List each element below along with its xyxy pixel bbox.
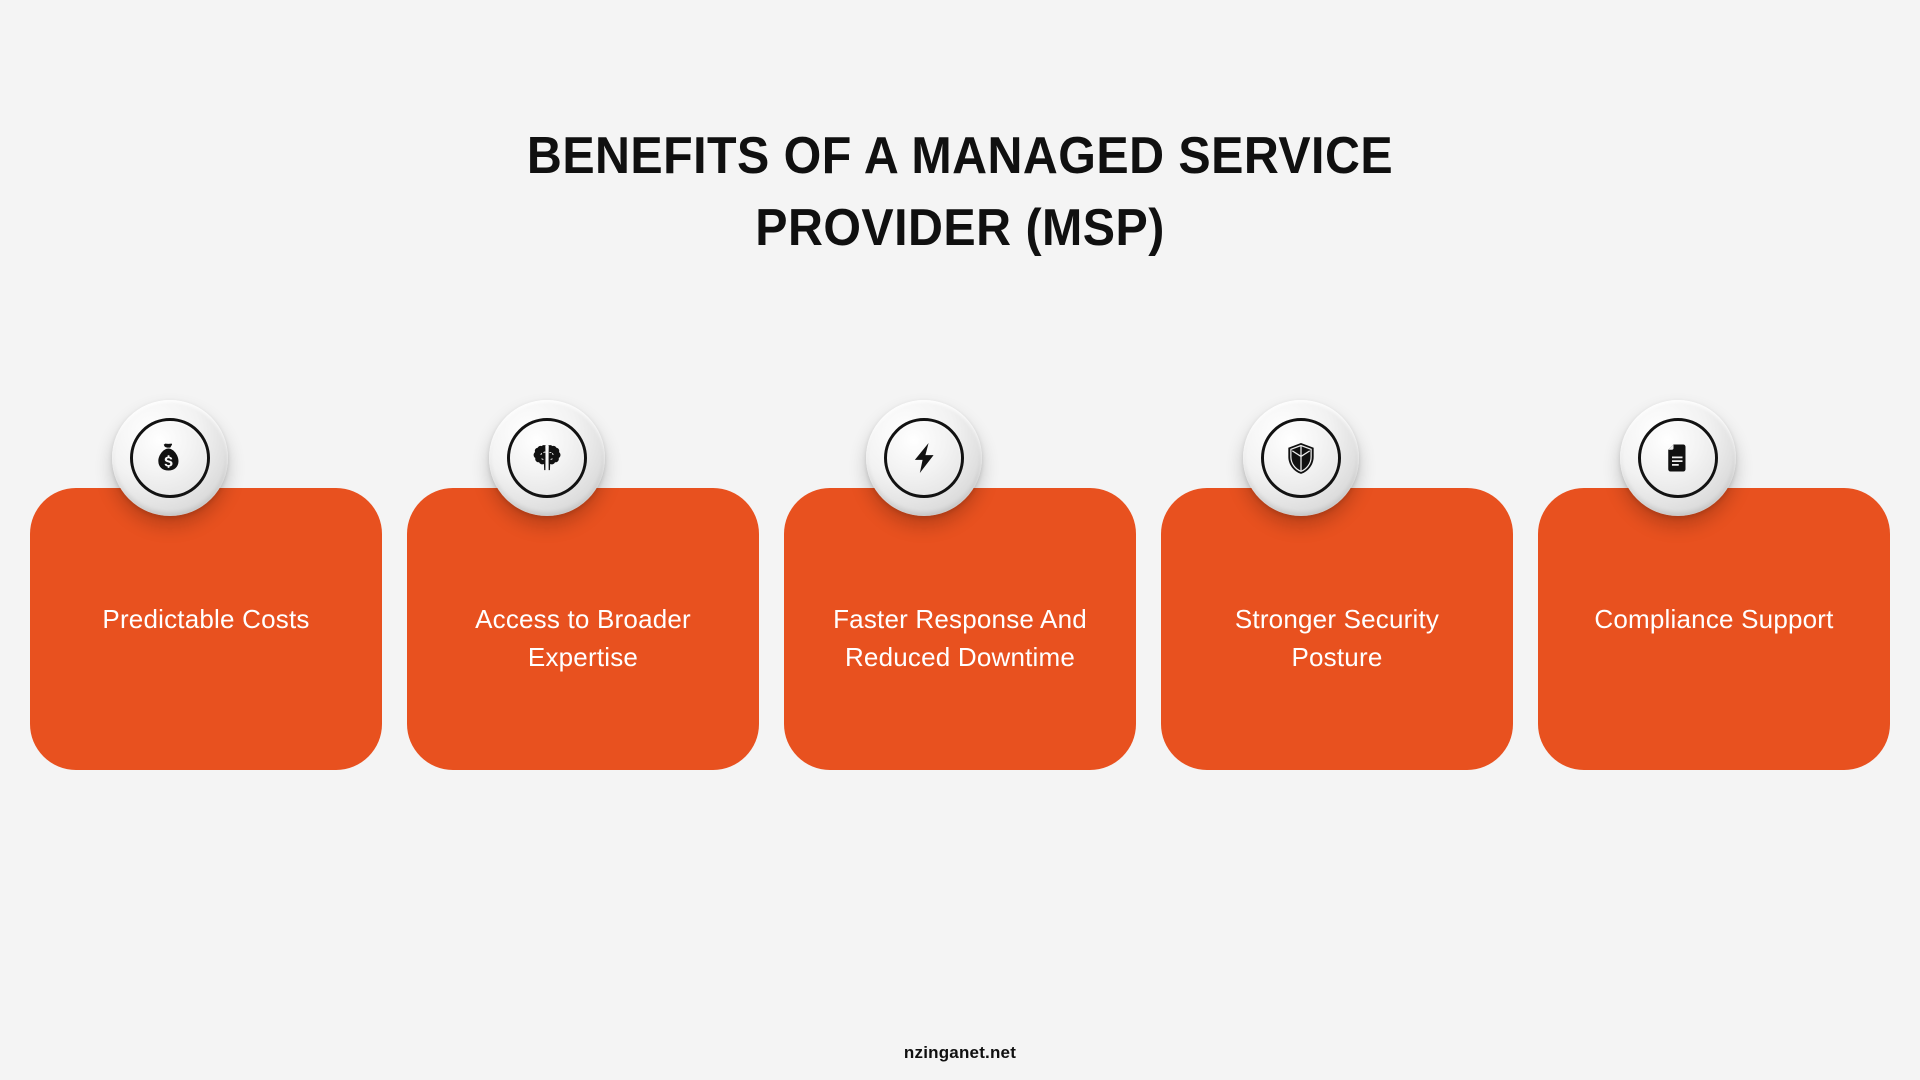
footer-site-name: nzinganet.net	[903, 1043, 1017, 1062]
benefit-card-predictable-costs[interactable]: Predictable Costs	[30, 400, 382, 770]
lightning-bolt-icon	[884, 418, 964, 498]
page-title-line-2: PROVIDER (MSP)	[755, 199, 1165, 257]
benefit-card-faster-response[interactable]: Faster Response And Reduced Downtime	[784, 400, 1136, 770]
benefit-badge	[112, 400, 228, 516]
benefit-card-label: Compliance Support	[1594, 604, 1834, 634]
benefits-card-row: Predictable Costs Access to Broader Expe…	[30, 400, 1890, 770]
page-title-line-1: BENEFITS OF A MANAGED SERVICE	[526, 127, 1394, 185]
benefit-badge	[1243, 400, 1359, 516]
benefit-card-security-posture[interactable]: Stronger Security Posture	[1161, 400, 1513, 770]
shield-icon	[1261, 418, 1341, 498]
benefit-card-compliance-support[interactable]: Compliance Support	[1538, 400, 1890, 770]
document-icon	[1638, 418, 1718, 498]
benefit-badge	[489, 400, 605, 516]
benefit-card-label: Predictable Costs	[102, 604, 310, 634]
money-bag-icon	[130, 418, 210, 498]
benefit-card-broader-expertise[interactable]: Access to Broader Expertise	[407, 400, 759, 770]
page-title: BENEFITS OF A MANAGED SERVICE PROVIDER (…	[0, 120, 1920, 264]
benefit-card-label: Access to Broader Expertise	[475, 604, 691, 672]
brain-icon	[507, 418, 587, 498]
benefit-card-label: Faster Response And Reduced Downtime	[833, 604, 1087, 672]
benefit-badge	[1620, 400, 1736, 516]
footer: nzinganet.net	[0, 1043, 1920, 1063]
benefit-badge	[866, 400, 982, 516]
benefit-card-label: Stronger Security Posture	[1234, 604, 1440, 672]
